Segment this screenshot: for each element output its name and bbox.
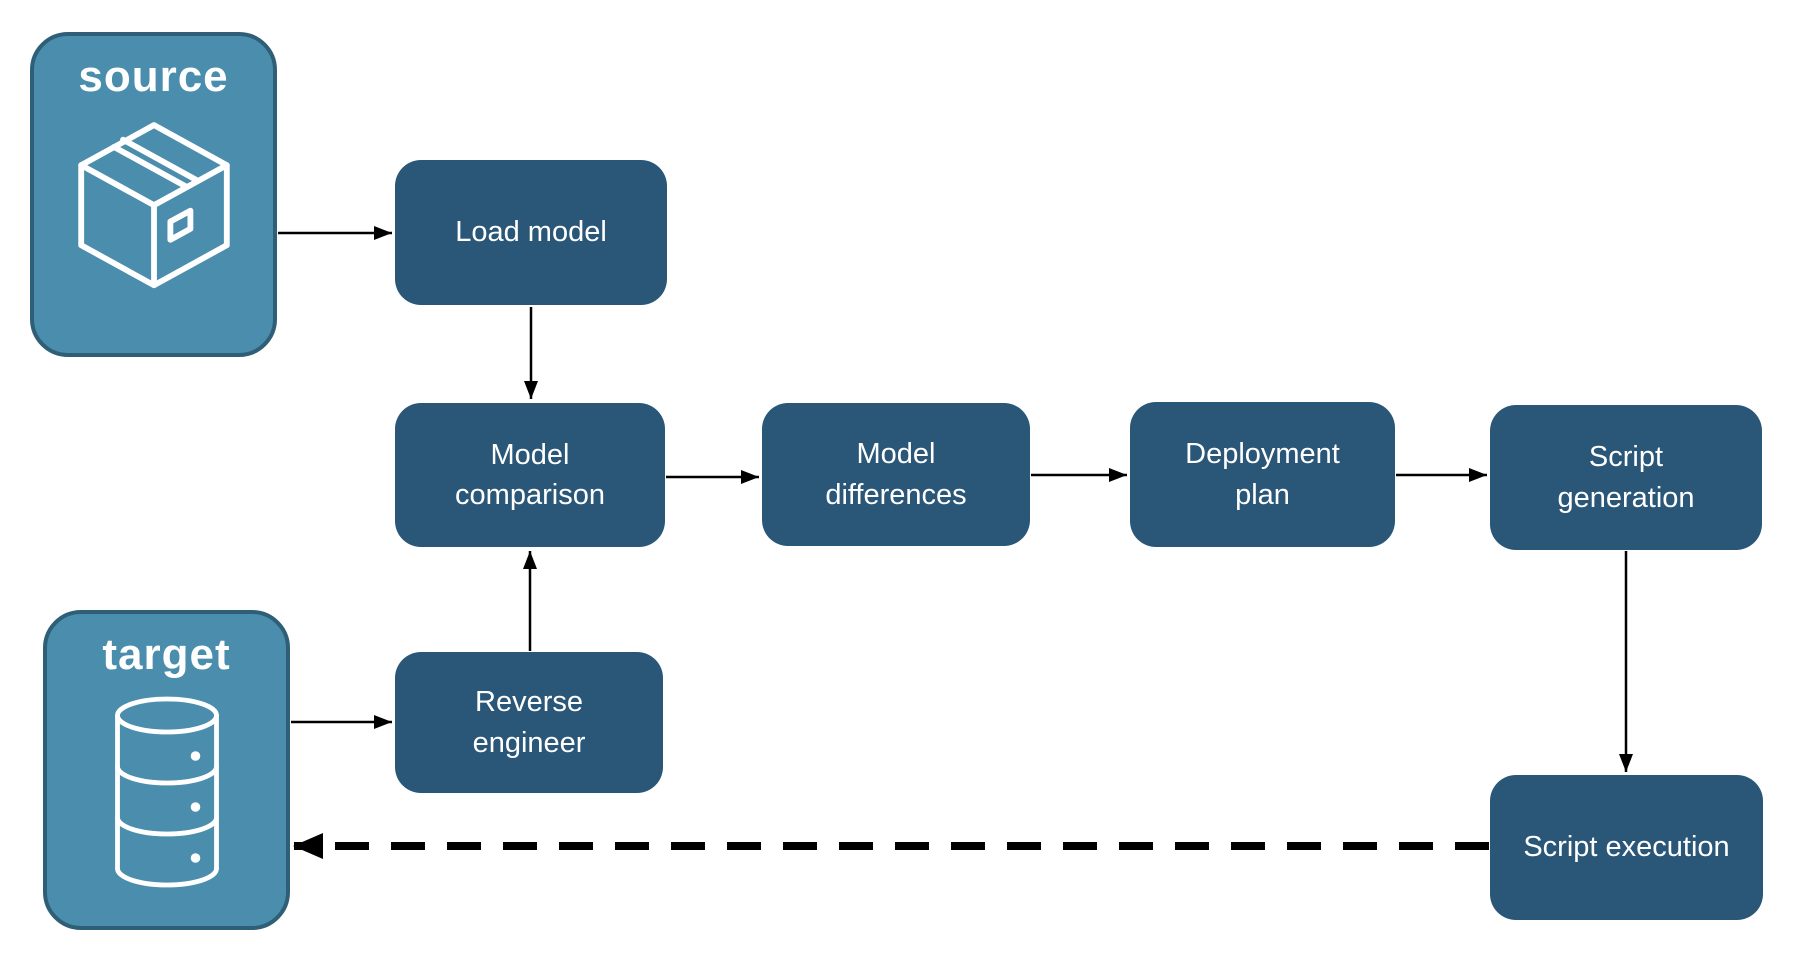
step-script-execution: Script execution [1490, 775, 1763, 920]
source-node: source [30, 32, 277, 357]
step-model-differences: Model differences [762, 403, 1030, 546]
database-icon [114, 696, 219, 888]
source-label: source [78, 52, 229, 101]
step-script-generation: Script generation [1490, 405, 1762, 550]
step-model-comparison: Model comparison [395, 403, 665, 547]
package-icon [77, 122, 230, 289]
target-label: target [102, 630, 231, 679]
step-label: Deployment plan [1185, 438, 1340, 511]
step-reverse-engineer: Reverse engineer [395, 652, 663, 793]
step-label: Script execution [1523, 831, 1730, 864]
target-node: target [43, 610, 290, 930]
step-label: Model differences [825, 438, 967, 511]
step-load-model: Load model [395, 160, 667, 305]
step-deployment-plan: Deployment plan [1130, 402, 1395, 547]
step-label: Script generation [1557, 441, 1695, 514]
step-label: Load model [455, 216, 607, 249]
step-label: Model comparison [455, 438, 605, 511]
step-label: Reverse engineer [472, 686, 586, 759]
